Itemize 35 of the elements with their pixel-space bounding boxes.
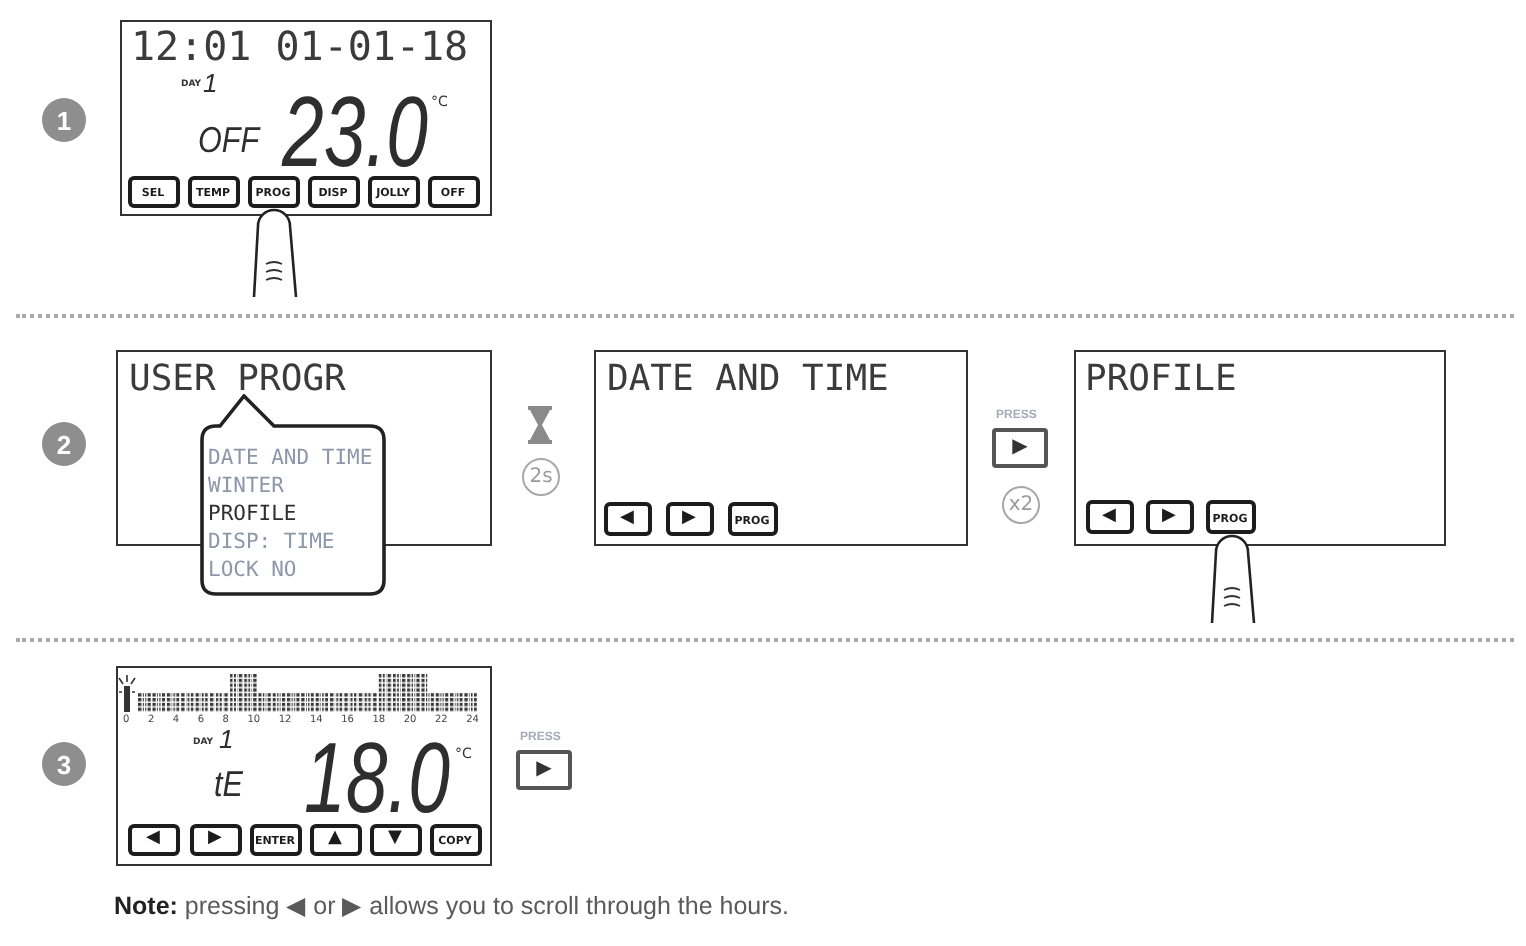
lcd-screen [116,666,492,866]
screen-title: PROFILE [1085,361,1237,397]
menu-item: DATE AND TIME [208,448,373,469]
lcd-screen [594,350,968,546]
key-button: ▶ [665,501,713,535]
day-number: 1 [219,725,234,751]
lcd-screen [120,20,492,216]
menu-item: LOCK NO [208,560,297,581]
temperature-reading: 23.0 [281,91,427,171]
key-button: ▶ [1145,499,1193,533]
key-button: ▲ [309,823,361,855]
clock-date-text: 12:01 01-01-18 [131,25,469,65]
menu-item: WINTER [208,476,284,497]
mode-text: tE [213,765,242,801]
press-key-button: ▶ [516,750,572,790]
key-button: ◀ [603,501,651,535]
repeat-count-badge: x2 [1002,486,1040,524]
key-button: ◀ [127,823,179,855]
temperature-reading: 18.0 [303,737,449,817]
note-text: Note: pressing ◀ or ▶ allows you to scroll through the hours. [114,892,790,922]
key-button: ◀ [1085,499,1133,533]
key-button: ▶ [189,823,241,855]
mode-text: OFF [197,121,259,157]
step-number-badge: 3 [42,742,86,786]
step-number-badge: 2 [42,422,86,466]
screen-title: DATE AND TIME [607,361,889,397]
menu-item: PROFILE [208,504,297,525]
day-number: 1 [203,69,218,95]
duration-badge: 2s [522,458,560,496]
key-button: ▼ [369,823,421,855]
lcd-screen [1074,350,1446,546]
step-number-badge: 1 [42,98,86,142]
press-key-button: ▶ [992,428,1048,468]
menu-item: DISP: TIME [208,532,335,553]
screen-title: USER PROGR [129,361,346,397]
